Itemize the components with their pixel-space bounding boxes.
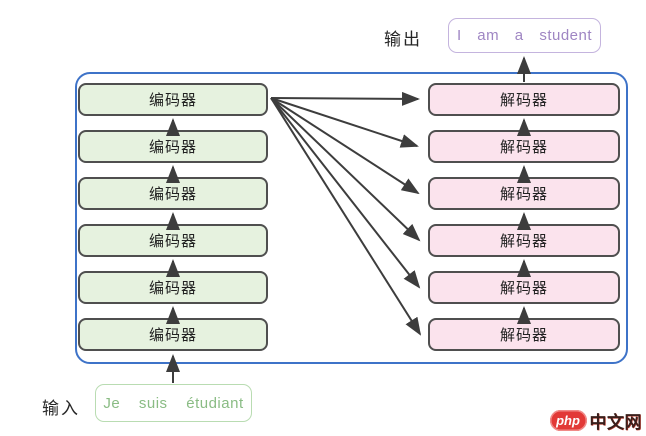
encoder-label: 编码器 (148, 233, 197, 250)
encoder-box-3: 编码器 (78, 177, 268, 210)
decoder-box-4: 解码器 (428, 224, 620, 257)
php-logo-badge: php (549, 410, 587, 431)
input-sentence-text: Je suis étudiant (103, 394, 244, 412)
decoder-box-3: 解码器 (428, 177, 620, 210)
decoder-label: 解码器 (499, 280, 548, 297)
output-sentence-box: I am a student (448, 18, 601, 53)
encoder-label: 编码器 (148, 92, 197, 109)
watermark-site-name: 中文网 (589, 413, 642, 432)
encoder-label: 编码器 (148, 280, 197, 297)
encoder-box-2: 编码器 (78, 130, 268, 163)
input-label: 输入 (42, 399, 80, 418)
output-sentence-text: I am a student (456, 27, 593, 44)
encoder-label: 编码器 (148, 327, 197, 344)
decoder-label: 解码器 (499, 327, 548, 344)
encoder-label: 编码器 (148, 186, 197, 203)
encoder-box-1: 编码器 (78, 83, 268, 116)
decoder-box-2: 解码器 (428, 130, 620, 163)
decoder-label: 解码器 (499, 186, 548, 203)
encoder-box-4: 编码器 (78, 224, 268, 257)
decoder-box-5: 解码器 (428, 271, 620, 304)
encoder-label: 编码器 (148, 139, 197, 156)
output-label: 输出 (384, 30, 422, 49)
site-watermark: php 中文网 (549, 408, 643, 433)
decoder-box-6: 解码器 (428, 318, 620, 351)
encoder-box-6: 编码器 (78, 318, 268, 351)
input-sentence-box: Je suis étudiant (95, 384, 252, 422)
decoder-label: 解码器 (499, 139, 548, 156)
encoder-box-5: 编码器 (78, 271, 268, 304)
decoder-box-1: 解码器 (428, 83, 620, 116)
decoder-label: 解码器 (499, 233, 548, 250)
decoder-label: 解码器 (499, 92, 548, 109)
